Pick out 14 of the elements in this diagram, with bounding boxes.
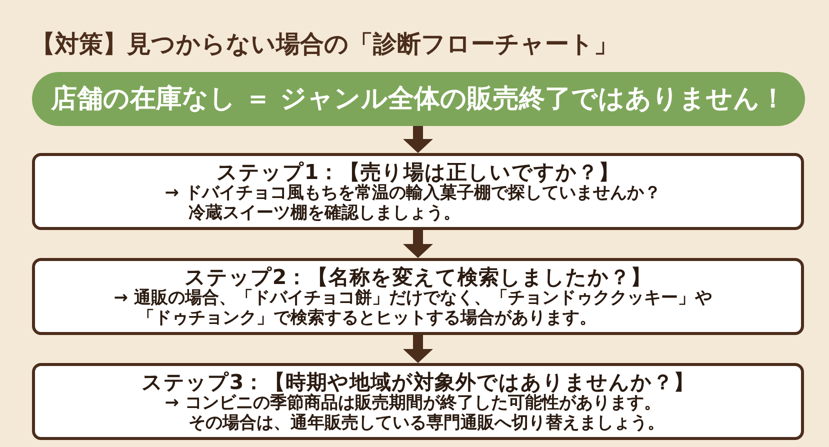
step-box (32, 258, 804, 335)
step-box (32, 153, 804, 230)
arrow (403, 230, 433, 258)
arrow (403, 126, 433, 153)
step-note: → 通販の場合、「ドバイチョコ餅」だけでなく、「チョンドゥククッキー」や「ドゥチョンク」で検索するとヒットする場合があります。 (114, 289, 713, 328)
step-note: → コンビニの季節商品は販売期間が終了した可能性があります。その場合は、通年販売している専門通販へ切り替えましょう。 (164, 394, 666, 433)
arrow (403, 335, 433, 363)
banner: 店舗の在庫なし ＝ ジャンル全体の販売終了ではありません！ (32, 72, 805, 126)
step-heading: ステップ1：【売り場は正しいですか？】 (215, 160, 621, 184)
step-box (32, 363, 804, 440)
step-heading: ステップ3：【時期や地域が対象外ではありませんか？】 (140, 370, 696, 394)
step-heading: ステップ2：【名称を変えて検索しましたか？】 (183, 265, 653, 289)
step-note: → ドバイチョコ風もちを常温の輸入菓子棚で探していませんか？冷蔵スイーツ棚を確認しましょう。 (164, 184, 662, 223)
page-title: 【対策】見つからない場合の「診断フローチャート」 (31, 29, 618, 60)
